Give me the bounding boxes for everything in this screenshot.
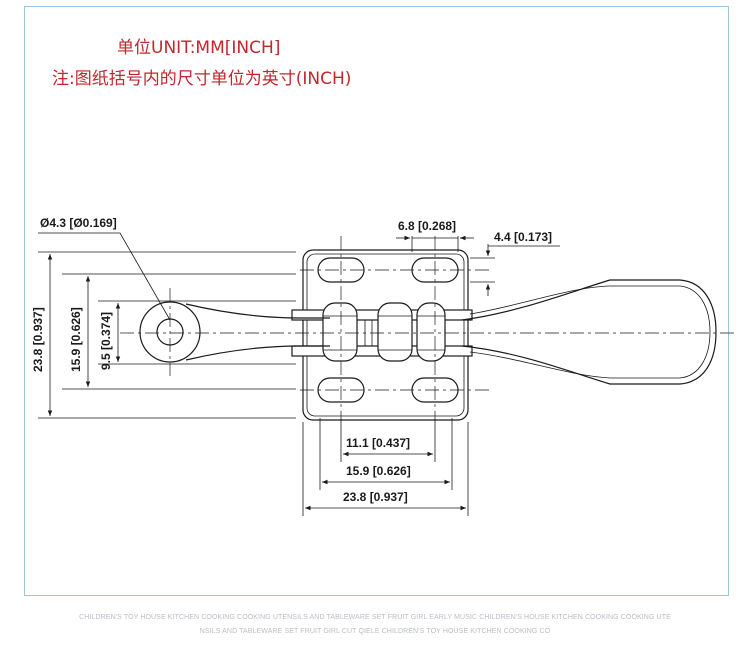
clamp-arm	[185, 303, 330, 361]
base-plate	[302, 249, 469, 421]
inner-height-label: 9.5 [0.374]	[99, 312, 113, 370]
overall-height-label: 23.8 [0.937]	[31, 307, 45, 372]
handle	[461, 279, 717, 385]
pivot-pin	[322, 302, 358, 362]
hole-spacing-horizontal-label: 15.9 [0.626]	[346, 464, 411, 478]
drawing-frame	[24, 6, 729, 596]
pivot-pin	[377, 302, 413, 362]
footer-text: NSILS AND TABLEWARE SET FRUIT GIRL CUT Q…	[199, 628, 551, 635]
inch-note: 注:图纸括号内的尺寸单位为英寸(INCH)	[52, 69, 352, 89]
unit-note: 单位UNIT:MM[INCH]	[117, 38, 281, 58]
handle-inner	[469, 285, 711, 379]
slot-height-label: 4.4 [0.173]	[494, 230, 552, 244]
slot-width-label: 6.8 [0.268]	[398, 219, 456, 233]
base-width-label: 23.8 [0.937]	[343, 490, 408, 504]
base-plate-inner	[306, 253, 465, 417]
footer-text: CHILDREN'S TOY HOUSE KITCHEN COOKING COO…	[79, 614, 671, 621]
pivot-pin	[416, 302, 446, 362]
base-inner-width-label: 11.1 [0.437]	[346, 436, 410, 450]
hole-diameter-label: Ø4.3 [Ø0.169]	[40, 216, 117, 230]
hole-spacing-vertical-label: 15.9 [0.626]	[69, 307, 83, 372]
